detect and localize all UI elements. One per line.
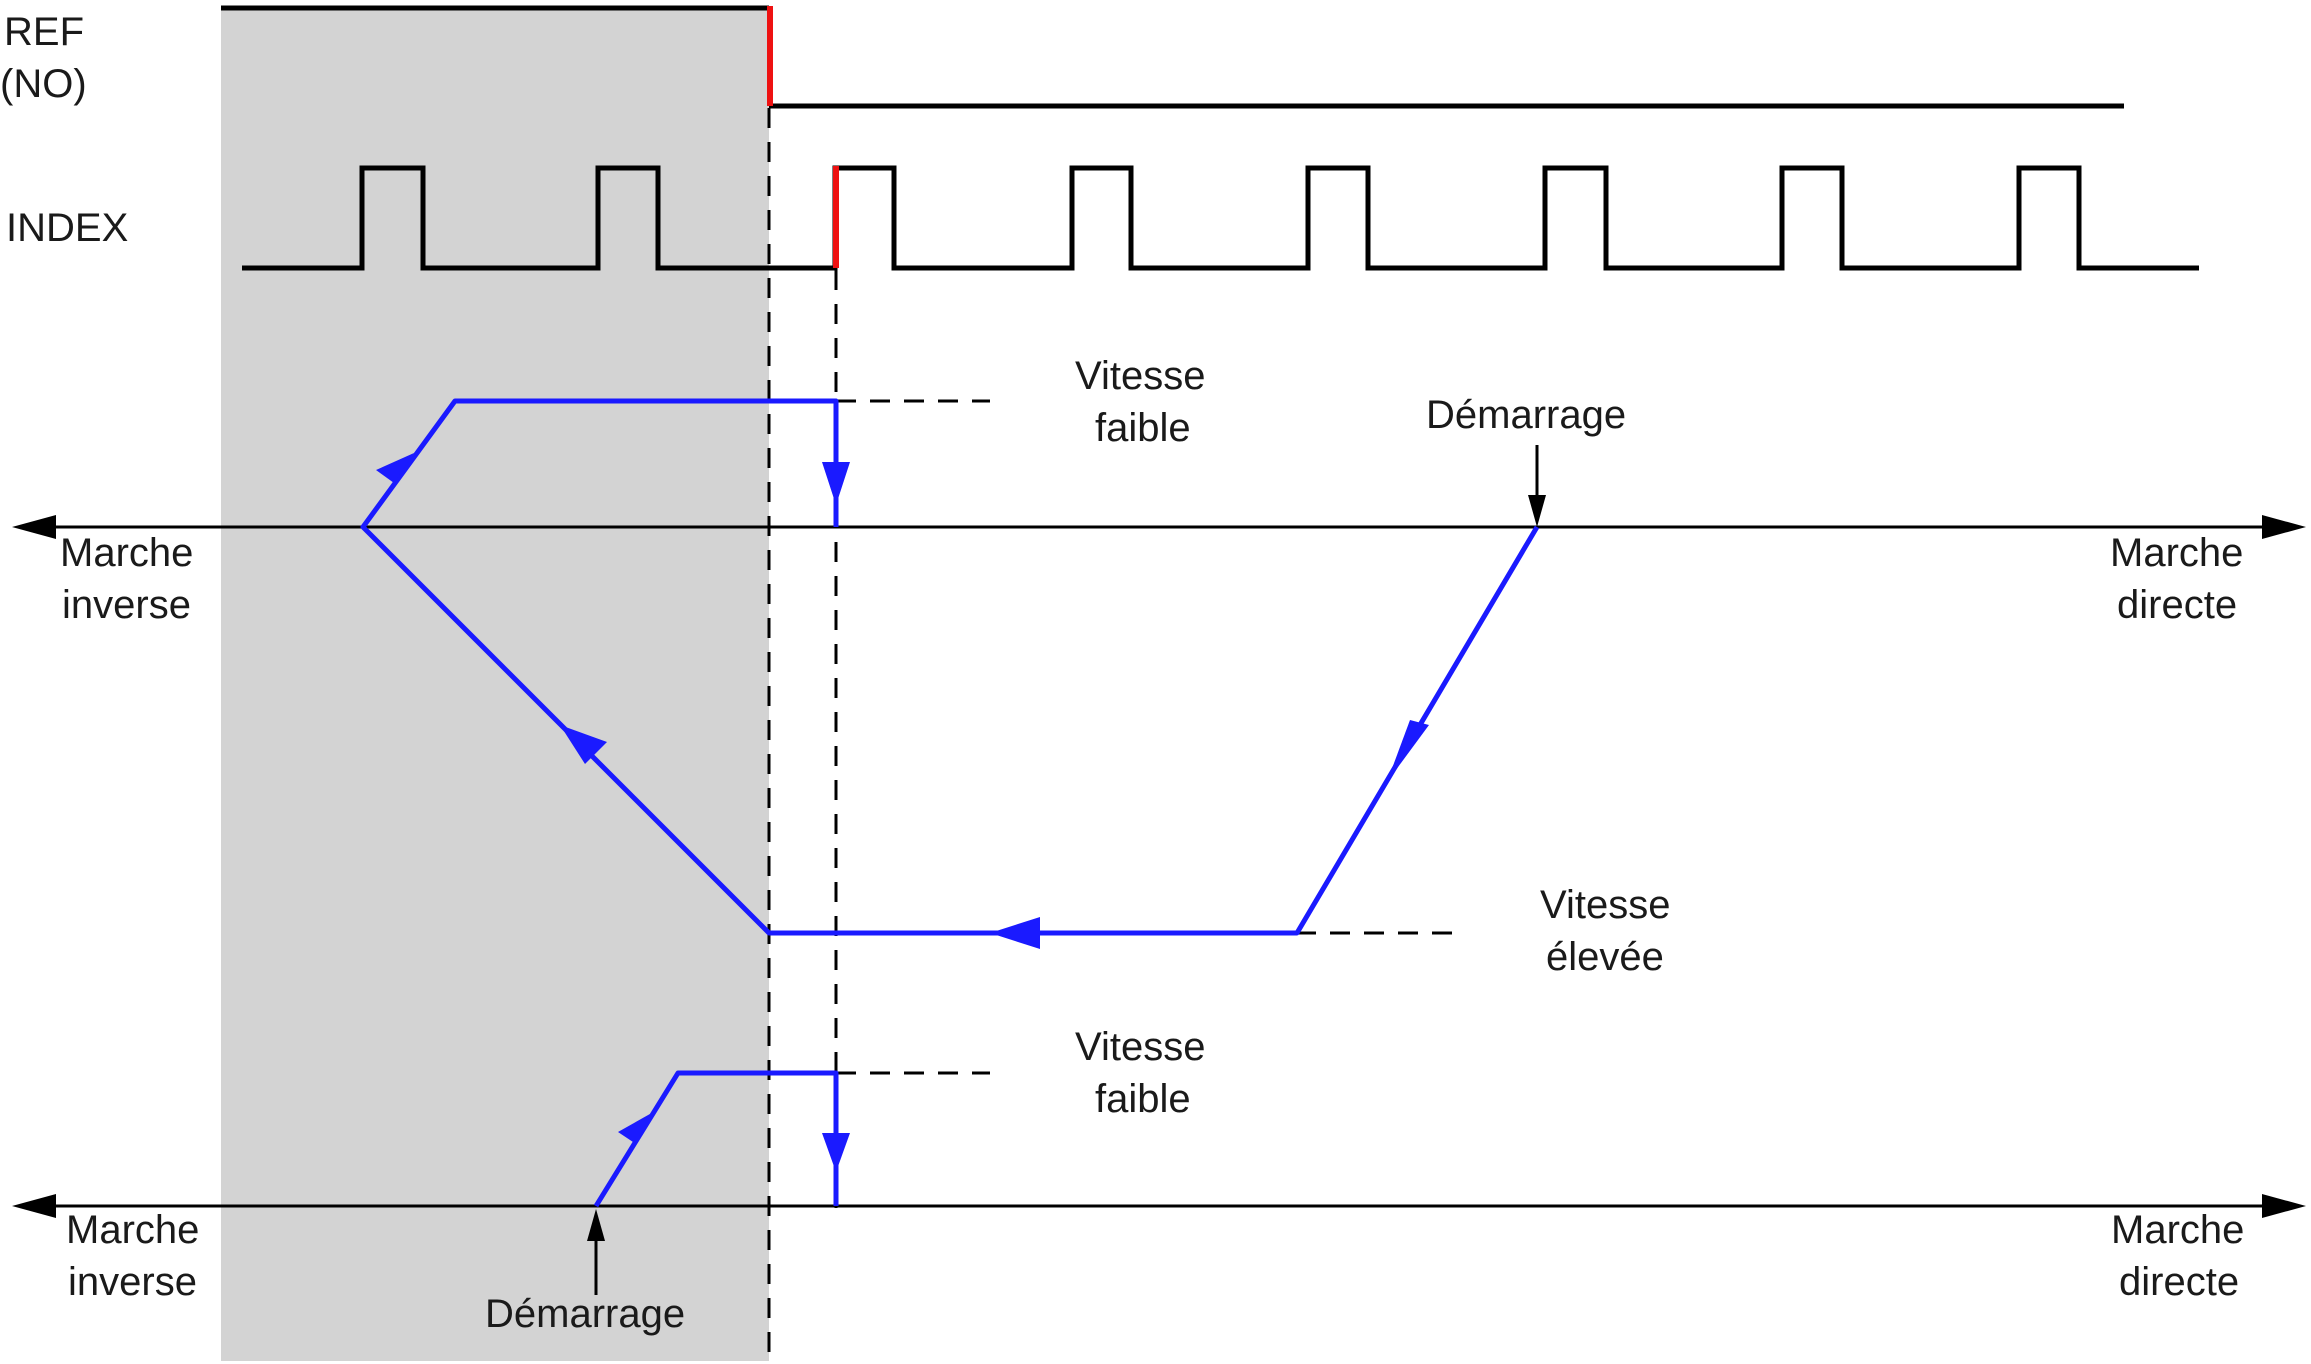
- upper-forward-label: Marche: [2110, 531, 2243, 575]
- start-upper-label: Démarrage: [1426, 393, 1626, 437]
- low-speed-upper-label: Vitesse: [1075, 354, 1205, 398]
- trajectory-arrow-icon: [990, 917, 1040, 949]
- axis-right-arrow-icon: [2262, 515, 2306, 539]
- trajectory-arrow-icon: [822, 462, 850, 505]
- high-speed-label-2: élevée: [1546, 935, 1664, 979]
- low-speed-lower-label-2: faible: [1095, 1077, 1191, 1121]
- lower-forward-label-2: directe: [2119, 1260, 2239, 1304]
- upper-direction-axis: [12, 515, 2306, 539]
- up-arrow-icon: [587, 1209, 605, 1241]
- upper-homing-trajectory: [360, 398, 1540, 936]
- trajectory-arrow-icon: [560, 725, 607, 764]
- trajectory-arrow-icon: [822, 1133, 850, 1172]
- high-speed-label: Vitesse: [1540, 883, 1670, 927]
- axis-left-arrow-icon: [12, 515, 56, 539]
- upper-reverse-label-2: inverse: [62, 583, 191, 627]
- lower-reverse-label-2: inverse: [68, 1260, 197, 1304]
- start-lower-label: Démarrage: [485, 1292, 685, 1336]
- ref-no-label: (NO): [0, 62, 87, 106]
- ref-label: REF: [4, 10, 84, 54]
- down-arrow-icon: [1528, 495, 1546, 527]
- axis-right-arrow-icon: [2262, 1194, 2306, 1218]
- start-pointer-lower: [587, 1209, 605, 1295]
- index-signal-waveform: [242, 165, 2199, 271]
- ref-active-region: [221, 6, 769, 1361]
- lower-forward-label: Marche: [2111, 1208, 2244, 1252]
- low-speed-lower-label: Vitesse: [1075, 1025, 1205, 1069]
- trajectory-arrow-icon: [618, 1110, 657, 1144]
- upper-reverse-label: Marche: [60, 531, 193, 575]
- ref-signal-waveform: [221, 5, 2124, 109]
- start-pointer-upper: [1528, 445, 1546, 527]
- lower-reverse-label: Marche: [66, 1208, 199, 1252]
- trajectory-arrow-icon: [376, 453, 414, 483]
- index-label: INDEX: [6, 206, 128, 250]
- trajectory-arrow-icon: [1387, 720, 1429, 782]
- axis-left-arrow-icon: [12, 1194, 56, 1218]
- lower-direction-axis: [12, 1194, 2306, 1218]
- low-speed-upper-label-2: faible: [1095, 406, 1191, 450]
- upper-forward-label-2: directe: [2117, 583, 2237, 627]
